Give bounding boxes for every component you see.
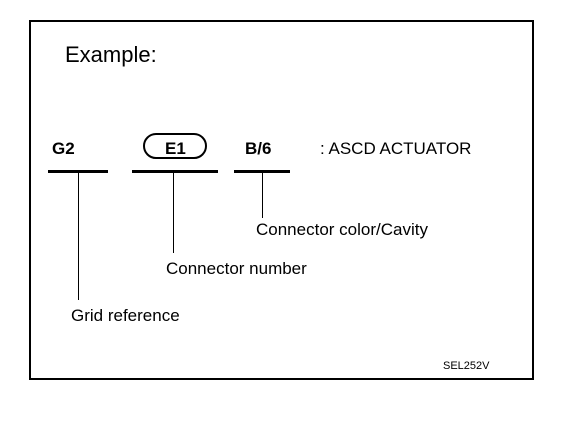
diagram-frame [29, 20, 534, 380]
grid-reference-callout: Grid reference [71, 306, 180, 325]
color-cavity-leader-line [262, 173, 263, 218]
connector-number-leader-line [173, 173, 174, 253]
component-description: : ASCD ACTUATOR [320, 139, 472, 158]
connector-number-callout: Connector number [166, 259, 307, 278]
connector-color-cavity-callout: Connector color/Cavity [256, 220, 428, 239]
connector-number-code: E1 [165, 139, 186, 158]
connector-number-underline [132, 170, 218, 173]
figure-id: SEL252V [443, 360, 490, 372]
grid-reference-leader-line [78, 173, 79, 300]
color-cavity-code: B/6 [245, 139, 272, 158]
example-heading: Example: [65, 42, 157, 67]
grid-reference-underline [48, 170, 108, 173]
grid-reference-code: G2 [52, 139, 75, 158]
connector-number-outline [143, 133, 207, 159]
color-cavity-underline [234, 170, 290, 173]
